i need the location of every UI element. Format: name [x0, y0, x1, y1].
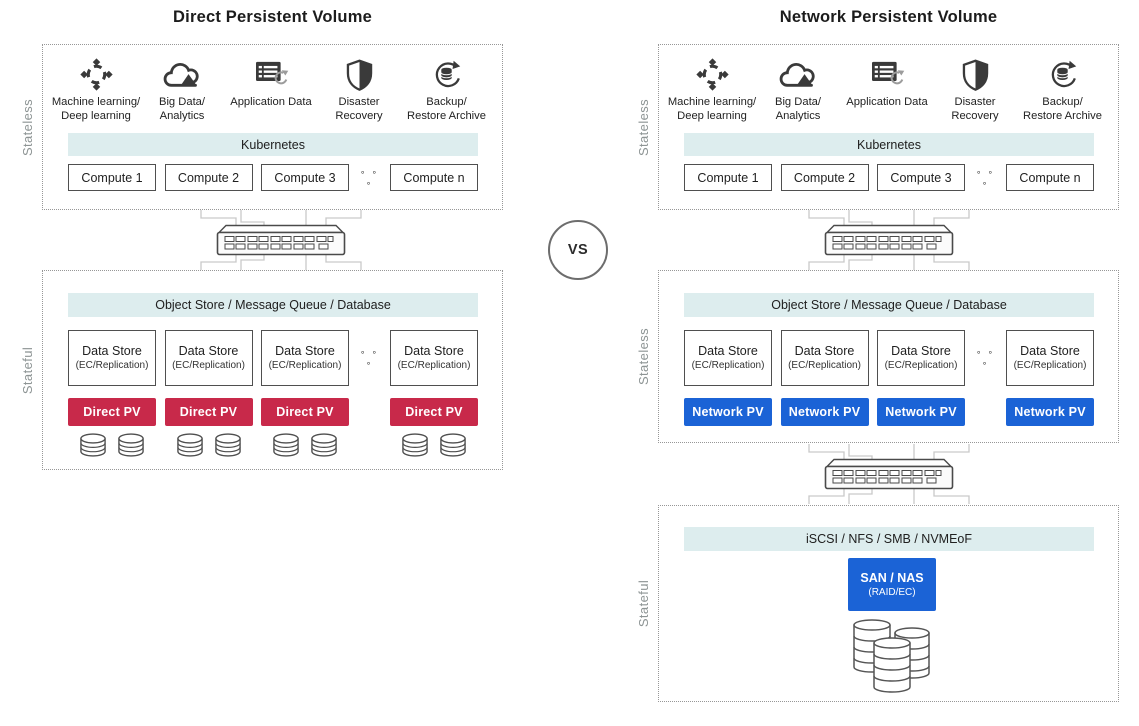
compute-node: Compute 3	[261, 164, 349, 191]
page-title: Direct Persistent Volume	[173, 8, 372, 26]
direct-pv-node: Direct PV	[390, 398, 478, 426]
application-data-icon	[218, 55, 324, 91]
direct-pv-column: Direct Persistent Volume Stateless Machi…	[21, 0, 503, 726]
disaster-recovery-icon	[324, 55, 394, 91]
direct-pv-node: Direct PV	[68, 398, 156, 426]
data-store-row: Data Store(EC/Replication) Data Store(EC…	[68, 330, 478, 386]
network-switch-icon	[121, 210, 441, 270]
storage-services-bar: Object Store / Message Queue / Database	[684, 293, 1094, 317]
workload-label: Disaster	[338, 96, 380, 108]
data-store-node: Data Store(EC/Replication)	[261, 330, 349, 386]
ellipsis: ∘ ∘ ∘	[975, 347, 995, 368]
data-store-node: Data Store(EC/Replication)	[684, 330, 772, 386]
big-data-icon	[762, 55, 834, 91]
san-nas-node: SAN / NAS (RAID/EC)	[848, 558, 936, 611]
compute-node: Compute 1	[68, 164, 156, 191]
ellipsis: ∘ ∘ ∘	[359, 166, 379, 188]
compute-node: Compute 2	[164, 164, 253, 191]
network-pv-node: Network PV	[1006, 398, 1094, 426]
data-store-node: Data Store(EC/Replication)	[780, 330, 869, 386]
section-label-stateful: Stateful	[636, 579, 652, 628]
section-label-stateless: Stateless	[636, 327, 652, 386]
disk-pair	[165, 432, 253, 458]
workload-machine-learning: Machine learning/Deep learning	[662, 55, 762, 124]
disaster-recovery-icon	[940, 55, 1010, 91]
workload-label: Backup/	[1042, 96, 1083, 108]
storage-services-bar: Object Store / Message Queue / Database	[68, 293, 478, 317]
section-label-stateless: Stateless	[636, 98, 652, 156]
vs-badge: VS	[548, 220, 608, 280]
disk-icon	[271, 432, 301, 458]
compute-node: Compute 2	[780, 164, 869, 191]
direct-pv-node: Direct PV	[164, 398, 253, 426]
application-data-icon	[834, 55, 940, 91]
workload-label: Big Data/	[774, 96, 822, 108]
disk-icon	[438, 432, 468, 458]
network-pv-node: Network PV	[780, 398, 869, 426]
workload-machine-learning: Machine learning/Deep learning	[46, 55, 146, 124]
disk-pair	[68, 432, 156, 458]
direct-pv-row: Direct PV Direct PV Direct PV Direct PV	[68, 398, 478, 426]
workload-label: Big Data/	[158, 96, 206, 108]
page-title: Network Persistent Volume	[779, 8, 998, 26]
disk-icon	[78, 432, 108, 458]
machine-learning-icon	[46, 55, 146, 91]
network-pv-node: Network PV	[877, 398, 965, 426]
disk-icon	[175, 432, 205, 458]
disk-pair	[261, 432, 349, 458]
disk-pair	[390, 432, 478, 458]
section-label-stateful: Stateful	[20, 346, 36, 394]
workload-application-data: Application Data	[218, 55, 324, 109]
network-switch-icon	[729, 210, 1049, 270]
ellipsis: ∘ ∘ ∘	[975, 166, 995, 188]
data-store-node: Data Store(EC/Replication)	[164, 330, 253, 386]
data-store-node: Data Store(EC/Replication)	[1006, 330, 1094, 386]
workload-backup-restore: Backup/Restore Archive	[394, 55, 499, 124]
workload-label: Backup/	[426, 96, 467, 108]
backup-icon	[1010, 55, 1115, 91]
backup-icon	[394, 55, 499, 91]
workload-label: Machine learning/	[51, 96, 141, 108]
workload-label: Application Data	[230, 96, 312, 108]
data-store-node: Data Store(EC/Replication)	[877, 330, 965, 386]
workload-label: Machine learning/	[667, 96, 757, 108]
compute-node: Compute n	[390, 164, 478, 191]
ellipsis: ∘ ∘ ∘	[359, 347, 379, 368]
protocol-bar: iSCSI / NFS / SMB / NVMEoF	[684, 527, 1094, 551]
workload-row: Machine learning/Deep learning Big Data/…	[662, 55, 1115, 124]
workload-label: Disaster	[954, 96, 996, 108]
compute-node: Compute 3	[877, 164, 965, 191]
kubernetes-bar: Kubernetes	[68, 133, 478, 156]
workload-row: Machine learning/Deep learning Big Data/…	[46, 55, 499, 124]
network-pv-row: Network PV Network PV Network PV Network…	[684, 398, 1094, 426]
workload-application-data: Application Data	[834, 55, 940, 109]
compute-node: Compute 1	[684, 164, 772, 191]
disk-icon	[213, 432, 243, 458]
section-label-stateless: Stateless	[20, 98, 36, 156]
data-store-node: Data Store(EC/Replication)	[68, 330, 156, 386]
compute-row: Compute 1 Compute 2 Compute 3 ∘ ∘ ∘ Comp…	[684, 164, 1094, 191]
big-data-icon	[146, 55, 218, 91]
compute-row: Compute 1 Compute 2 Compute 3 ∘ ∘ ∘ Comp…	[68, 164, 478, 191]
disk-icon	[400, 432, 430, 458]
workload-backup-restore: Backup/Restore Archive	[1010, 55, 1115, 124]
data-store-row: Data Store(EC/Replication) Data Store(EC…	[684, 330, 1094, 386]
machine-learning-icon	[662, 55, 762, 91]
network-pv-column: Network Persistent Volume Stateless Mach…	[637, 0, 1119, 726]
local-disks-row	[68, 432, 478, 458]
disk-icon	[116, 432, 146, 458]
network-pv-node: Network PV	[684, 398, 772, 426]
kubernetes-bar: Kubernetes	[684, 133, 1094, 156]
compute-node: Compute n	[1006, 164, 1094, 191]
workload-big-data: Big Data/Analytics	[762, 55, 834, 124]
workload-label: Application Data	[846, 96, 928, 108]
network-switch-icon	[729, 443, 1049, 505]
direct-pv-node: Direct PV	[261, 398, 349, 426]
database-cluster-icon	[852, 618, 932, 694]
data-store-node: Data Store(EC/Replication)	[390, 330, 478, 386]
disk-icon	[309, 432, 339, 458]
workload-big-data: Big Data/Analytics	[146, 55, 218, 124]
